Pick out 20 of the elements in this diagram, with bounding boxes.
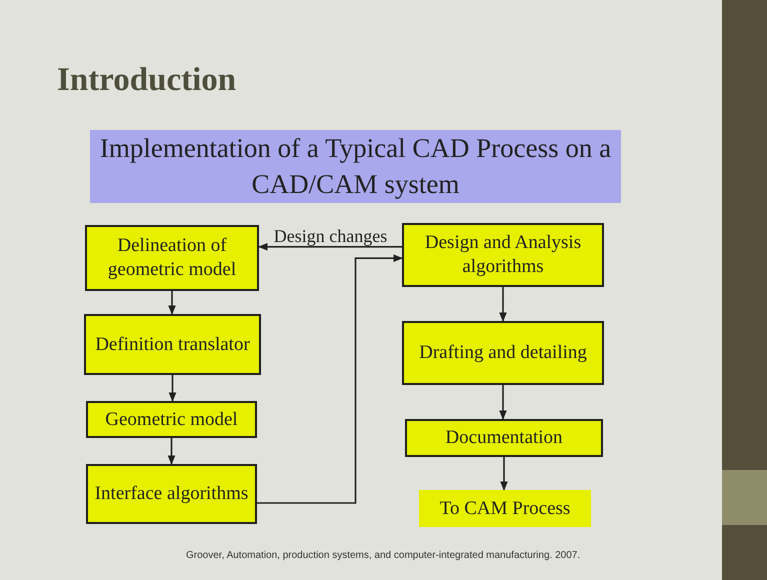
process-box: Drafting and detailing [402, 321, 604, 385]
process-box: Delineation of geometric model [85, 225, 259, 291]
citation: Groover, Automation, production systems, and computer-integrated manufacturing. 2007. [186, 550, 580, 561]
heading-banner: Implementation of a Typical CAD Process on a CAD/CAM system [90, 130, 621, 203]
edge-label: Design changes [272, 226, 388, 245]
arrow [257, 254, 403, 504]
process-box: Geometric model [86, 401, 257, 438]
process-box: Interface algorithms [86, 464, 257, 524]
arrow [168, 291, 176, 315]
arrow [168, 438, 176, 465]
process-box: Documentation [405, 419, 603, 457]
arrow [499, 385, 507, 420]
arrow [258, 242, 402, 251]
output-label-box: To CAM Process [419, 490, 591, 527]
process-box: Design and Analysis algorithms [402, 223, 604, 287]
process-box: Definition translator [84, 314, 261, 375]
slide-title: Introduction [57, 62, 236, 99]
arrow [168, 375, 176, 402]
arrow [500, 457, 508, 491]
arrow [499, 287, 507, 322]
